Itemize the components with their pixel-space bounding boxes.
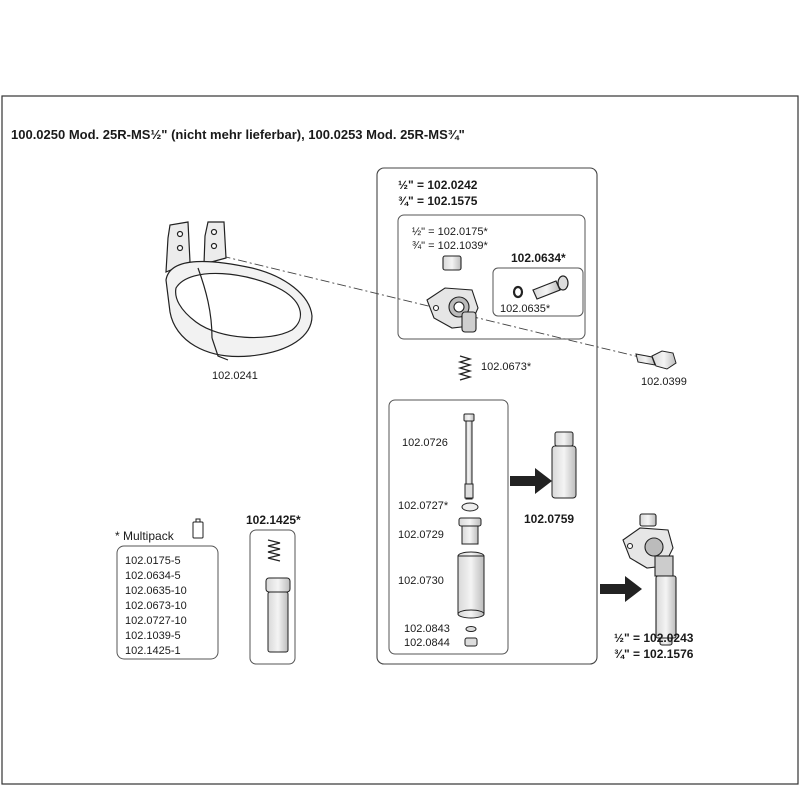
valve-code-half: ½" = 102.0242 — [398, 178, 478, 192]
bowl-label: 102.0241 — [212, 370, 258, 382]
complete-code-three-quarter: ¾" = 102.1576 — [614, 647, 694, 661]
valve-group-box — [376, 167, 598, 665]
small-nut-label: 102.0844 — [404, 637, 450, 649]
nut-label: 102.0729 — [398, 529, 444, 541]
valve-code-three-quarter: ¾" = 102.1575 — [398, 194, 478, 208]
stem-parts-box — [388, 399, 509, 655]
kit-box — [249, 529, 296, 665]
screw-label: 102.0634* — [511, 251, 566, 265]
tube-assembly — [551, 431, 577, 499]
seal-label: 102.0727* — [398, 500, 449, 512]
spring-label: 102.0673* — [481, 361, 532, 373]
bolt-label: 102.0399 — [641, 376, 687, 388]
complete-valve — [622, 513, 677, 646]
stem — [463, 413, 475, 500]
spring — [457, 355, 473, 381]
oring-label: 102.0635* — [500, 303, 551, 315]
washer — [465, 626, 477, 632]
multipack-box — [116, 545, 219, 660]
tube-label: 102.0730 — [398, 575, 444, 587]
arrow-right-icon — [600, 576, 642, 602]
list-item: 102.1425-1 — [125, 645, 181, 657]
list-item: 102.0634-5 — [125, 570, 181, 582]
tube — [457, 551, 485, 619]
drinking-bowl — [165, 221, 313, 361]
kit-label: 102.1425* — [246, 513, 301, 527]
assembly-label: 102.0759 — [524, 512, 575, 526]
package-icon — [192, 518, 204, 539]
inner-code-three-quarter: ¾" = 102.1039* — [412, 240, 488, 252]
list-item: 102.0635-10 — [125, 585, 187, 597]
outer-frame — [1, 95, 799, 785]
list-item: 102.0727-10 — [125, 615, 187, 627]
inner-code-half: ½" = 102.0175* — [412, 226, 488, 238]
list-item: 102.0175-5 — [125, 555, 181, 567]
stem-label: 102.0726 — [402, 437, 448, 449]
small-nut — [464, 637, 478, 647]
washer-label: 102.0843 — [404, 623, 450, 635]
seal — [461, 502, 479, 512]
bolt — [635, 350, 677, 370]
complete-code-half: ½" = 102.0243 — [614, 631, 694, 645]
list-item: 102.0673-10 — [125, 600, 187, 612]
screw-box — [492, 267, 584, 317]
multipack-label: * Multipack — [115, 529, 174, 543]
list-item: 102.1039-5 — [125, 630, 181, 642]
valve-body — [426, 255, 479, 333]
arrow-right-icon — [510, 468, 552, 494]
kit-parts — [265, 539, 291, 653]
valve-body-box — [397, 214, 586, 340]
page-title: 100.0250 Mod. 25R-MS½" (nicht mehr liefe… — [11, 127, 465, 142]
nut — [458, 517, 482, 545]
screw-and-oring — [512, 275, 569, 300]
